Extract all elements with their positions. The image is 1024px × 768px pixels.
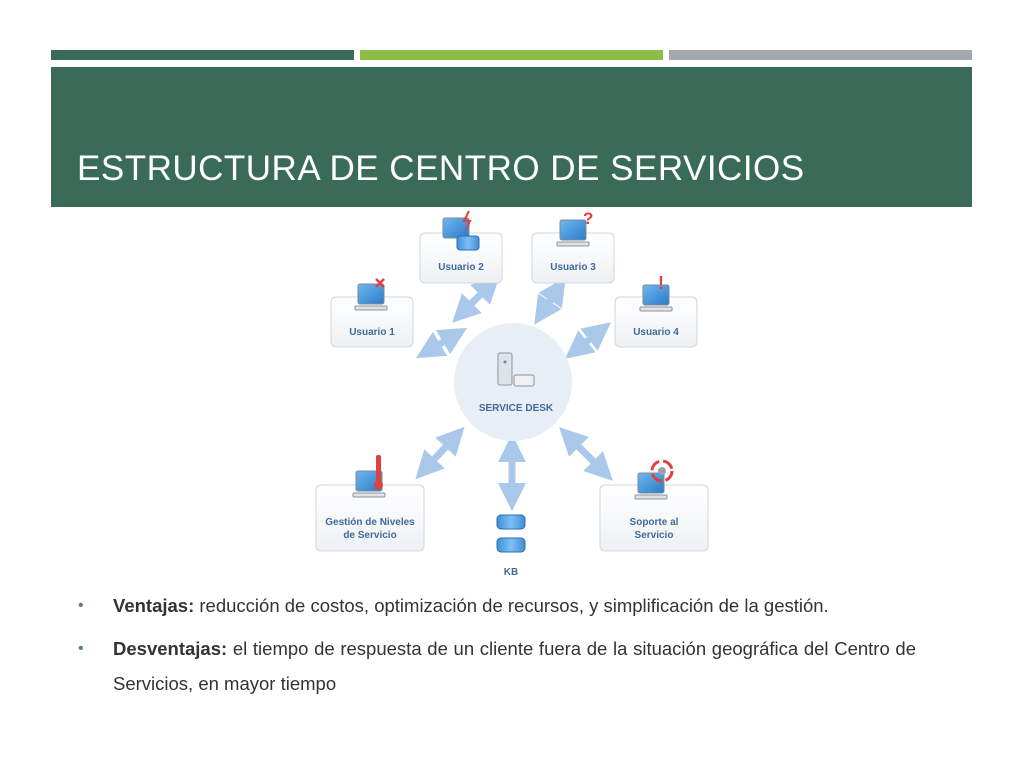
bullet-label: Desventajas:	[113, 638, 228, 659]
node-usuario-2: Usuario 2	[419, 210, 503, 284]
slide-title: ESTRUCTURA DE CENTRO DE SERVICIOS	[77, 149, 805, 188]
computer-icon	[556, 219, 590, 247]
accent-bar-gray	[669, 50, 972, 60]
node-label: Usuario 3	[550, 262, 596, 273]
database-icon	[496, 514, 526, 553]
bullet-label: Ventajas:	[113, 595, 195, 616]
node-label: Usuario 1	[349, 327, 395, 338]
gear-cycle-icon	[650, 459, 674, 483]
bullet-text: el tiempo de respuesta de un cliente fue…	[113, 638, 916, 694]
node-label: Usuario 4	[633, 327, 679, 338]
node-soporte-servicio: Soporte al Servicio	[599, 459, 709, 552]
connector-arrows	[415, 275, 613, 511]
node-label-line1: Gestión de Niveles	[325, 517, 415, 528]
node-label-line2: de Servicio	[343, 530, 396, 541]
node-label: Usuario 2	[438, 262, 484, 273]
accent-bar-dark-green	[51, 50, 354, 60]
node-usuario-4: ! Usuario 4	[614, 273, 698, 348]
computer-icon	[354, 283, 388, 311]
lightning-icon	[462, 210, 472, 231]
computer-icon	[634, 472, 668, 500]
node-kb: KB	[496, 514, 526, 578]
bullet-ventajas: • Ventajas: reducción de costos, optimiz…	[78, 588, 916, 623]
bullet-marker: •	[78, 597, 84, 614]
bullet-marker: •	[78, 640, 84, 657]
exclamation-icon: !	[658, 273, 664, 293]
node-gestion-niveles: Gestión de Niveles de Servicio	[315, 455, 425, 552]
service-desk-label: SERVICE DESK	[479, 403, 554, 414]
question-icon: ?	[583, 209, 593, 228]
node-usuario-1: Usuario 1	[330, 278, 414, 348]
node-usuario-3: ? Usuario 3	[531, 209, 615, 284]
accent-bar-light-green	[360, 50, 663, 60]
kb-label: KB	[504, 567, 518, 578]
node-label-line2: Servicio	[635, 530, 674, 541]
computer-icon	[639, 284, 673, 312]
computer-icon	[442, 217, 480, 251]
service-desk-hub: SERVICE DESK	[454, 323, 572, 441]
x-mark-icon	[375, 278, 385, 288]
server-icon	[497, 352, 535, 387]
bullet-desventajas: • Desventajas: el tiempo de respuesta de…	[78, 631, 916, 701]
thermometer-icon	[374, 455, 383, 490]
bullet-text: reducción de costos, optimización de rec…	[194, 595, 829, 616]
bullet-list: • Ventajas: reducción de costos, optimiz…	[78, 588, 916, 709]
service-desk-diagram: SERVICE DESK Usuario 1 Usuario 2 ? Usuar…	[315, 209, 709, 578]
node-label-line1: Soporte al	[630, 517, 679, 528]
title-band: ESTRUCTURA DE CENTRO DE SERVICIOS	[51, 67, 972, 207]
